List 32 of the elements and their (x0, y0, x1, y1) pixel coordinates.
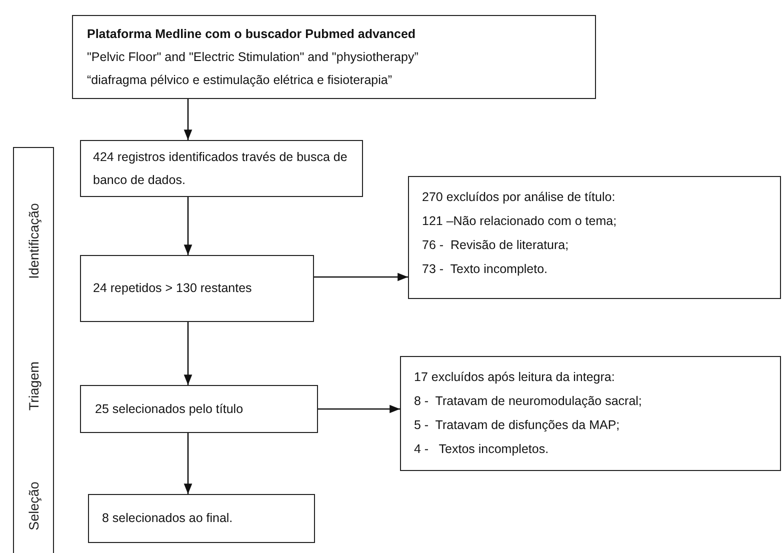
box-text: 424 registros identificados través de busca de banco de dados. (93, 148, 348, 188)
box-text: “diafragma pélvico e estimulação elétrica e fisioterapia” (87, 72, 394, 89)
box-text: "Pelvic Floor" and "Electric Stimulation" and "physiotherapy” (87, 48, 420, 66)
process-box (80, 255, 314, 322)
box-text: 121 –Não relacionado com o tema; (422, 213, 618, 230)
arrow (318, 404, 400, 414)
process-box (80, 140, 363, 197)
process-box (400, 356, 781, 471)
process-box (80, 385, 318, 433)
box-text: 4 - Textos incompletos. (414, 441, 550, 458)
phase-band (13, 147, 54, 553)
process-box (72, 15, 596, 99)
phase-label: Identificação (26, 203, 41, 279)
arrow (314, 272, 408, 282)
box-text: 270 excluídos por análise de título: (422, 189, 616, 206)
box-text: 8 - Tratavam de neuromodulação sacral; (414, 393, 643, 410)
phase-label: Triagem (26, 362, 41, 410)
box-text: 25 selecionados pelo título (95, 400, 244, 418)
box-text: 8 selecionados ao final. (102, 510, 234, 527)
arrow (184, 433, 192, 494)
arrow (184, 99, 192, 140)
box-text: 17 excluídos após leitura da integra: (414, 369, 616, 386)
box-text: 24 repetidos > 130 restantes (93, 280, 253, 297)
process-box (88, 494, 315, 543)
process-box (408, 176, 781, 299)
box-heading: Plataforma Medline com o buscador Pubmed advanced (87, 26, 417, 42)
box-text: 73 - Texto incompleto. (422, 261, 549, 278)
arrow (184, 197, 192, 255)
box-text: 5 - Tratavam de disfunções da MAP; (414, 417, 621, 434)
phase-label: Seleção (26, 482, 41, 530)
arrow (184, 322, 192, 385)
box-text: 76 - Revisão de literatura; (422, 237, 570, 254)
